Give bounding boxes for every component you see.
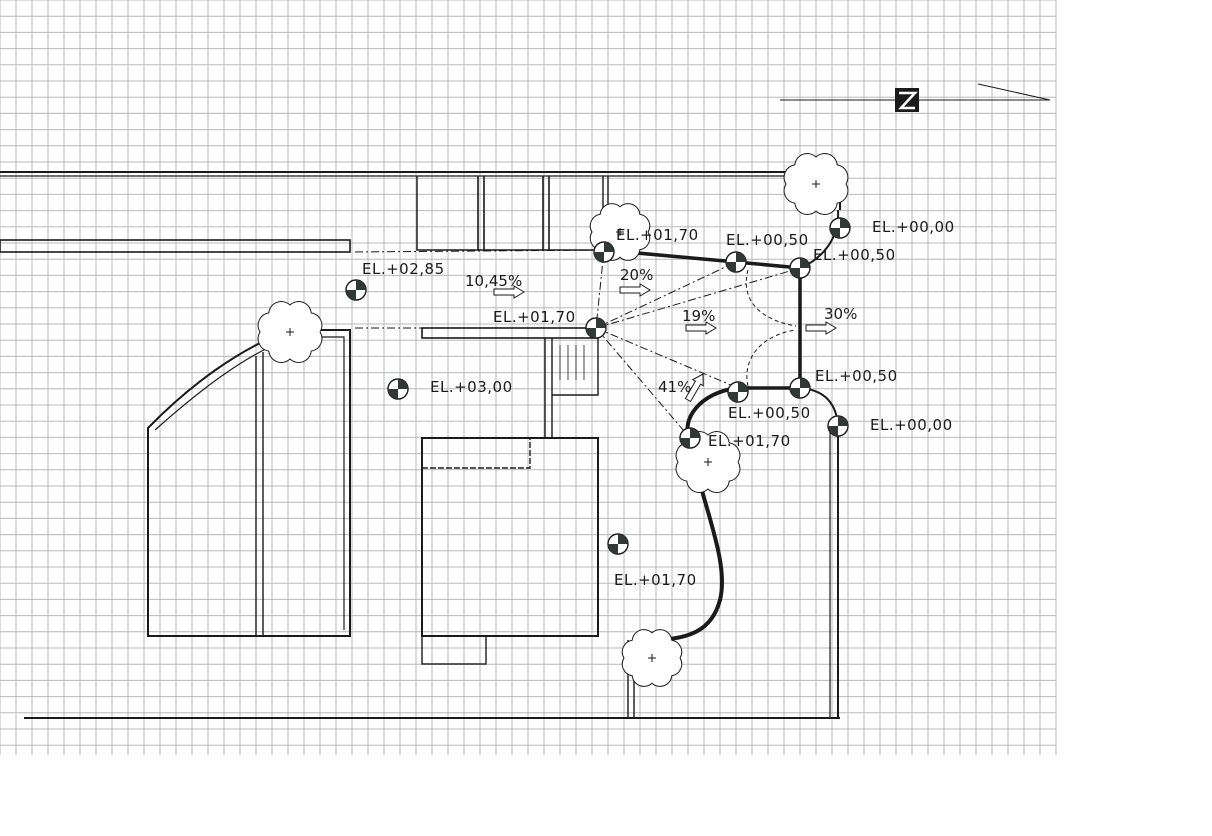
- elevation-label: EL.+00,00: [870, 416, 953, 434]
- elevation-marker-icon: [679, 427, 701, 449]
- elevation-label: EL.+03,00: [430, 378, 513, 396]
- trees: [257, 153, 849, 687]
- elevation-marker-icon: [829, 217, 851, 239]
- tree-icon: [257, 301, 323, 363]
- slope-lines: [354, 249, 801, 439]
- tree-icon: [621, 629, 683, 687]
- slope-arrow-icon: [684, 373, 704, 403]
- door-swings: [745, 269, 797, 387]
- elevation-label: EL.+01,70: [708, 432, 791, 450]
- elevation-label: EL.+00,50: [813, 246, 896, 264]
- slope-arrow-icon: [493, 285, 525, 299]
- elevation-marker-icon: [345, 279, 367, 301]
- grid: [0, 0, 1057, 755]
- elevation-labels: EL.+02,85 EL.+03,00 EL.+01,70 EL.+01,70 …: [362, 218, 955, 589]
- slope-arrows: [493, 283, 837, 403]
- elevation-marker-icon: [585, 317, 607, 339]
- slope-arrow-icon: [685, 321, 717, 335]
- elevation-marker-icon: [387, 378, 409, 400]
- slope-label: 10,45%: [465, 272, 522, 290]
- elevation-marker-icon: [789, 377, 811, 399]
- elevation-marker-icon: [827, 415, 849, 437]
- slope-label: 20%: [620, 266, 653, 284]
- slope-label: 41%: [658, 378, 691, 396]
- elevation-marker-icon: [607, 533, 629, 555]
- elevation-label: EL.+00,00: [872, 218, 955, 236]
- elevation-marker-icon: [789, 257, 811, 279]
- slope-arrow-icon: [805, 321, 837, 335]
- slope-label: 19%: [682, 307, 715, 325]
- elevation-markers: [345, 217, 851, 555]
- tree-icon: [783, 153, 849, 215]
- elevation-label: EL.+02,85: [362, 260, 445, 278]
- elevation-label: EL.+00,50: [726, 231, 809, 249]
- elevation-marker-icon: [725, 251, 747, 273]
- elevation-label: EL.+01,70: [493, 308, 576, 326]
- elevation-label: EL.+01,70: [614, 571, 697, 589]
- elevation-marker-icon: [593, 241, 615, 263]
- elevation-label: EL.+00,50: [815, 367, 898, 385]
- elevation-marker-icon: [727, 381, 749, 403]
- elevation-label: EL.+01,70: [616, 226, 699, 244]
- north-arrow-icon: [780, 83, 1051, 112]
- slope-arrow-icon: [619, 283, 651, 297]
- slope-labels: 10,45% 20% 19% 30% 41%: [465, 266, 857, 396]
- elevation-label: EL.+00,50: [728, 404, 811, 422]
- slope-label: 30%: [824, 305, 857, 323]
